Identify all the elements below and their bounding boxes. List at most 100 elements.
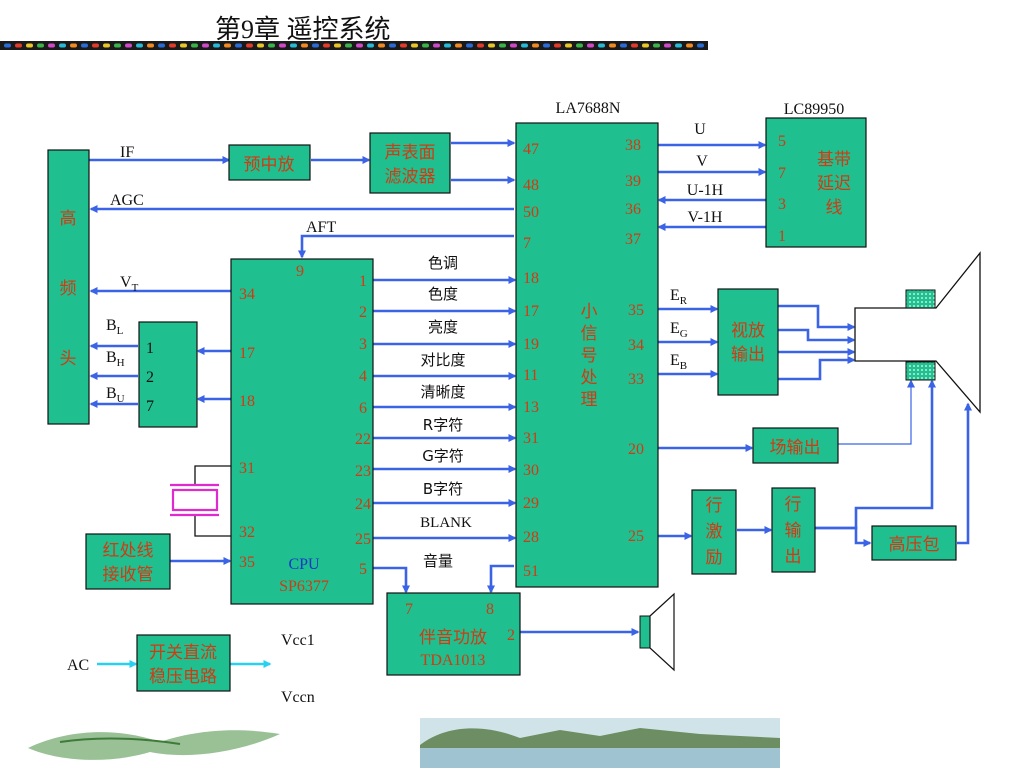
band-dash [136, 43, 143, 48]
band-dash [543, 43, 550, 48]
changshuchu-to-yoke [838, 379, 915, 445]
output-label: G字符 [422, 447, 464, 465]
crystal-wire-top [194, 465, 231, 484]
yuzhongfang-label: 预中放 [244, 155, 295, 175]
leaf-decoration-2 [59, 737, 181, 745]
ac-label: AC [67, 657, 89, 674]
la-pin: 30 [523, 462, 539, 479]
agc-label: AGC [110, 192, 144, 209]
crt-coil-bottom [905, 361, 936, 381]
vt-label: VT [120, 274, 139, 294]
u-label: U [694, 121, 706, 138]
cpu-pin: 25 [355, 531, 371, 548]
la-pin: 7 [523, 235, 531, 252]
band-dash [521, 43, 528, 48]
leaf-decoration [28, 730, 280, 760]
output-label: 音量 [423, 552, 453, 570]
cpu-pin: 23 [355, 463, 371, 480]
audio-pin: 2 [507, 627, 515, 644]
la-pin: 48 [523, 177, 539, 194]
la-pin: 31 [523, 430, 539, 447]
shifang-line-2: 输出 [731, 345, 765, 365]
cpu-pin: 32 [239, 524, 255, 541]
la-pin: 29 [523, 495, 539, 512]
connections [89, 139, 972, 668]
band-dash [609, 43, 616, 48]
la-pin: 36 [625, 201, 641, 218]
audio-pin: 8 [486, 601, 494, 618]
cpu-output-labels: 色调 色度 亮度 对比度 清晰度 R字符 G字符 B字符 BLANK 音量 [420, 254, 472, 570]
la-pin: 19 [523, 336, 539, 353]
landscape-water [420, 745, 780, 768]
la-left-pins: 47 48 50 7 18 17 19 11 13 31 30 29 28 51 [523, 141, 539, 580]
xingshuchu-char-2: 输 [785, 521, 802, 541]
band-dash [477, 43, 484, 48]
la-pin: 38 [625, 137, 641, 154]
hongwai-line-2: 接收管 [103, 565, 154, 585]
xingjili-char-3: 励 [706, 548, 723, 568]
band-dash [70, 43, 77, 48]
lc-pin: 7 [778, 165, 786, 182]
la-pin: 13 [523, 399, 539, 416]
crt-coil-top [905, 289, 936, 309]
footer-decoration [28, 718, 780, 768]
band-dash [268, 43, 275, 48]
block-banyin: 7 8 2 伴音功放 TDA1013 [386, 592, 521, 676]
la-right-pins: 38 39 36 37 35 34 33 20 25 [625, 137, 644, 545]
la-pin: 20 [628, 441, 644, 458]
cpu-right-pins: 1 2 3 4 6 22 23 24 25 5 [355, 273, 371, 578]
band-dash [444, 43, 451, 48]
xiaoxinhao-char-2: 信 [581, 324, 598, 344]
vccn-label: Vccn [281, 689, 315, 706]
band-dash [565, 43, 572, 48]
bu-label: BU [106, 385, 125, 405]
aft-label: AFT [306, 219, 336, 236]
shifang-out-2 [778, 328, 856, 344]
crystal-wire-bottom [194, 516, 231, 537]
cpu-pin-top: 9 [296, 263, 304, 280]
block-gaopintou: 高 频 头 [47, 149, 90, 425]
banyin-line-2: TDA1013 [421, 652, 486, 669]
block-xingjili: 行 激 励 [691, 489, 737, 575]
cpu-pin: 1 [359, 273, 367, 290]
band-dash [576, 43, 583, 48]
jidai-line-3: 线 [826, 198, 843, 218]
band-dash [323, 43, 330, 48]
la-pin: 28 [523, 529, 539, 546]
band-dash [48, 43, 55, 48]
title-band [0, 41, 708, 50]
gaopintou-char-2: 频 [60, 279, 77, 299]
la-pin: 50 [523, 204, 539, 221]
speaker-icon [639, 592, 675, 672]
signal-labels: IF AGC AFT VT BL BH BU U V U-1H V-1H ER … [67, 121, 724, 706]
xiaoxinhao-char-1: 小 [581, 302, 598, 322]
pin51-arrow [487, 564, 514, 594]
band-dash [466, 43, 473, 48]
bh-label: BH [106, 349, 125, 369]
cpu-pin: 3 [359, 336, 367, 353]
band-dash [356, 43, 363, 48]
cpu-pin: 2 [359, 304, 367, 321]
block-kaiguan: 开关直流 稳压电路 [136, 634, 231, 692]
band-dash [422, 43, 429, 48]
block-xingshuchu: 行 输 出 [771, 487, 816, 573]
band-dash [301, 43, 308, 48]
lc-pin: 3 [778, 196, 786, 213]
block-band-selector: 1 2 7 [138, 321, 198, 428]
band-dash [180, 43, 187, 48]
band-dash [169, 43, 176, 48]
band-dash [411, 43, 418, 48]
band-dash [4, 43, 11, 48]
changshuchu-label: 场输出 [770, 438, 821, 458]
shifang-line-1: 视放 [731, 321, 765, 341]
band-dash [81, 43, 88, 48]
cpu-pin: 22 [355, 431, 371, 448]
band-dash [488, 43, 495, 48]
block-hongwai: 红处线 接收管 [85, 533, 171, 590]
band-dash [664, 43, 671, 48]
cpu-pin: 17 [239, 345, 255, 362]
xingshuchu-char-1: 行 [785, 495, 802, 515]
kaiguan-line-2: 稳压电路 [149, 667, 217, 687]
